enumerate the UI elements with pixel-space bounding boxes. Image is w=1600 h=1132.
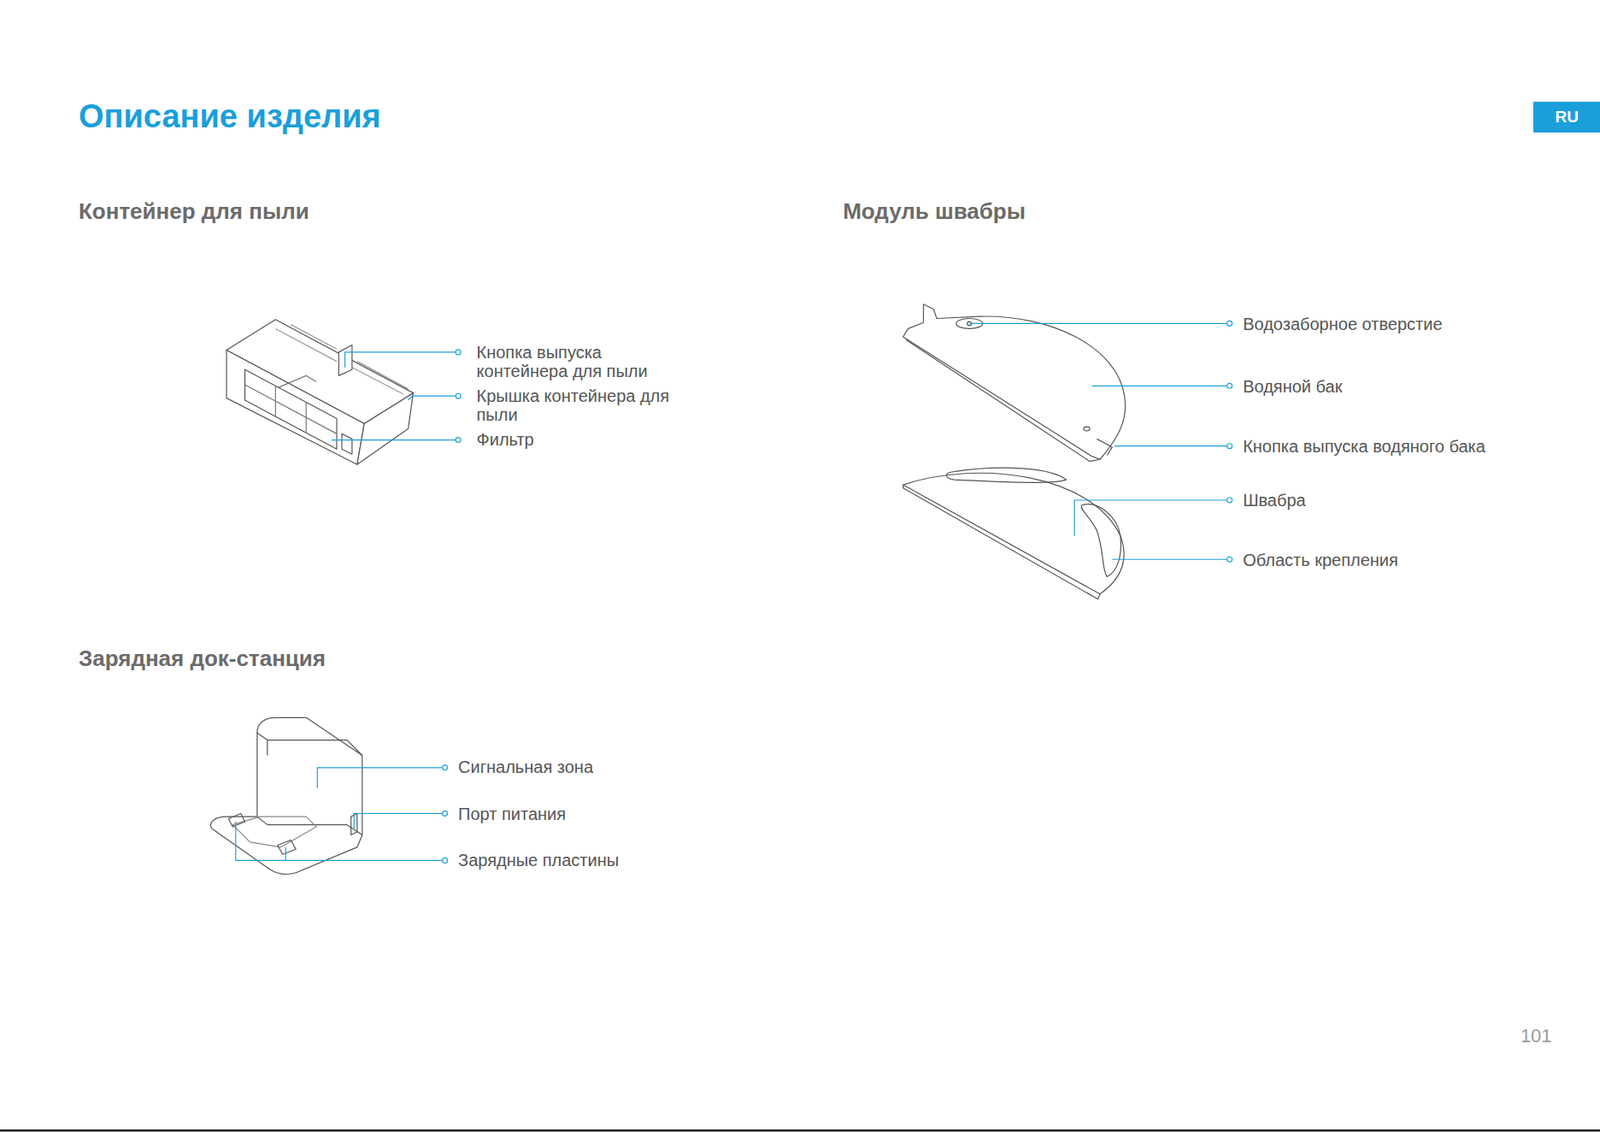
callout-label: Фильтр xyxy=(476,429,535,449)
page-number: 101 xyxy=(1520,1025,1553,1047)
bottom-rule xyxy=(0,1129,1600,1131)
callout-label: Область крепления xyxy=(1242,550,1399,570)
leader-dots xyxy=(442,320,1233,863)
callout-label: Водяной бак xyxy=(1242,376,1342,396)
mop-module xyxy=(903,304,1126,600)
callout-label: Зарядные пластины xyxy=(458,850,619,870)
leader-lines xyxy=(235,323,1227,860)
section-heading: Контейнер для пыли xyxy=(78,199,310,224)
callout-label: Водозаборное отверстие xyxy=(1242,314,1442,334)
callout-label: Крышка контейнера для пыли xyxy=(476,386,695,424)
charging-dock xyxy=(211,717,363,874)
page-title: Описание изделия xyxy=(78,99,382,136)
callout-label: Сигнальная зона xyxy=(458,757,594,777)
callout-label: Порт питания xyxy=(458,804,566,824)
callout-label: Кнопка выпуска контейнера для пыли xyxy=(476,342,695,381)
callout-label: Швабра xyxy=(1242,490,1306,510)
dust-container xyxy=(226,319,413,465)
tab-label: RU xyxy=(1554,108,1578,127)
callout-label: Кнопка выпуска водяного бака xyxy=(1242,436,1487,456)
section-heading: Модуль швабры xyxy=(842,199,1026,224)
section-heading: Зарядная док-станция xyxy=(78,646,326,671)
language-tab: RU xyxy=(1533,101,1600,133)
